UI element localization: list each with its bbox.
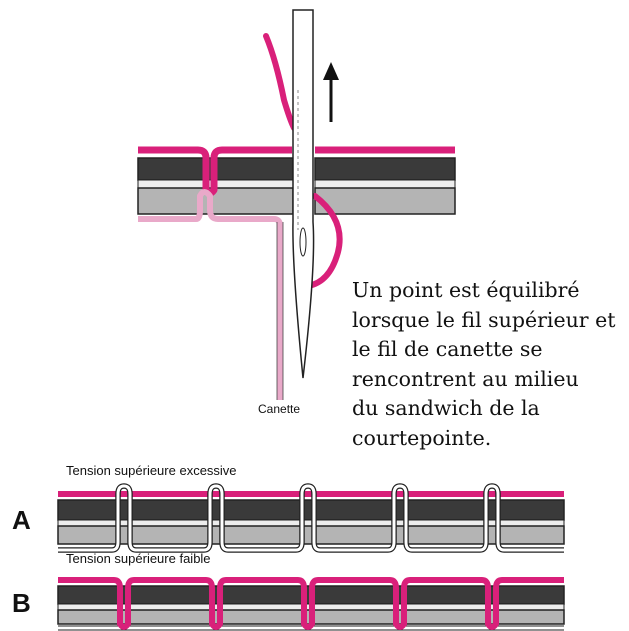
upward-arrowhead-icon	[323, 62, 339, 80]
panel-a-fabric-bottom	[57, 525, 565, 545]
needle-eye	[299, 227, 307, 257]
panel-a-caption: Tension supérieure excessive	[66, 463, 237, 478]
bobbin-thread-outline	[276, 222, 284, 400]
panel-b-top-thread	[58, 577, 564, 630]
panel-b-stitch-illustration	[57, 577, 565, 631]
panel-a-letter: A	[12, 505, 31, 535]
panel-b-letter: B	[12, 588, 31, 618]
fabric-top-layer-right	[314, 157, 456, 181]
bobbin-label: Canette	[258, 402, 301, 416]
description-line: courtepointe.	[352, 425, 492, 450]
balanced-stitch-illustration	[137, 9, 456, 400]
panel-b-caption: Tension supérieure faible	[66, 551, 211, 566]
balanced-stitch-description: Un point est équilibré lorsque le fil su…	[352, 276, 627, 453]
description-line: rencontrent au milieu	[352, 366, 579, 391]
batting-layer-right	[314, 179, 456, 189]
panel-a-stitch-illustration	[57, 483, 565, 553]
description-line: Un point est équilibré	[352, 278, 580, 302]
description-line: du sandwich de la	[352, 396, 540, 420]
needle-thread-loop	[263, 33, 297, 131]
needle	[292, 9, 315, 379]
description-line: le fil de canette se	[352, 337, 543, 361]
fabric-bottom-layer-right	[314, 187, 456, 215]
needle-thread-loop-lower	[305, 193, 343, 289]
description-line: lorsque le fil supérieur et	[352, 307, 616, 332]
bobbin-thread	[138, 189, 283, 400]
panel-a-bobbin-thread-fill	[58, 484, 564, 552]
